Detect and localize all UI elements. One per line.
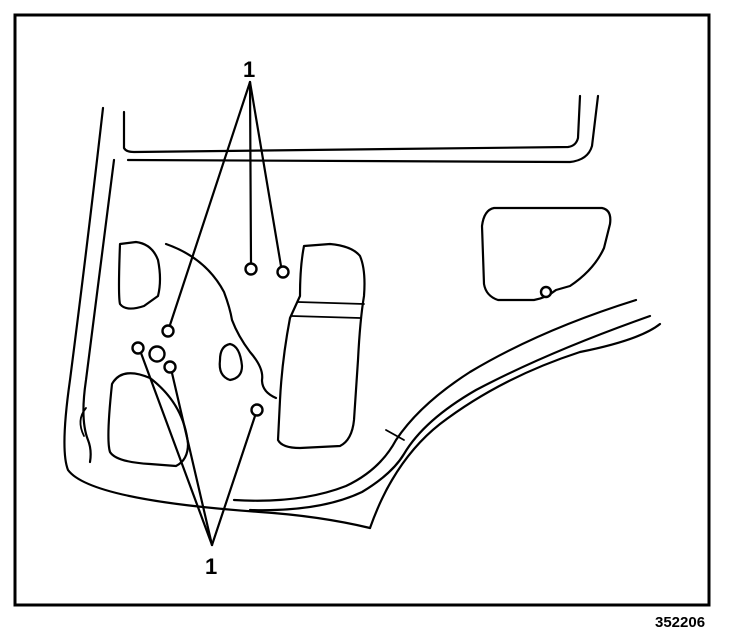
fastener-hole <box>161 324 175 338</box>
fastener-hole <box>539 285 553 299</box>
top-callout-label: 1 <box>243 57 255 82</box>
door-outer-edge <box>63 106 372 530</box>
fastener-hole <box>250 403 264 417</box>
grommet-hole <box>148 345 166 363</box>
fastener-hole <box>276 265 290 279</box>
fastener-hole <box>131 341 145 355</box>
upper-access-opening <box>117 240 162 310</box>
wheel-arch-edge <box>232 298 662 530</box>
center-opening-ledge-2 <box>297 301 365 305</box>
lower-access-opening <box>107 372 190 468</box>
regulator-mount-contour <box>164 242 278 400</box>
fastener-hole <box>163 360 177 374</box>
top-callout-leaders <box>168 80 283 327</box>
figure-number: 352206 <box>655 614 705 631</box>
fastener-holes <box>131 262 553 417</box>
bottom-callout-label: 1 <box>205 554 217 579</box>
window-frame-outline <box>122 94 600 164</box>
diagram-frame <box>13 13 711 607</box>
small-center-opening <box>218 342 244 382</box>
center-access-opening <box>276 242 366 450</box>
center-opening-ledge <box>291 315 361 319</box>
fastener-hole <box>244 262 258 276</box>
bottom-callout-leaders <box>139 351 257 547</box>
